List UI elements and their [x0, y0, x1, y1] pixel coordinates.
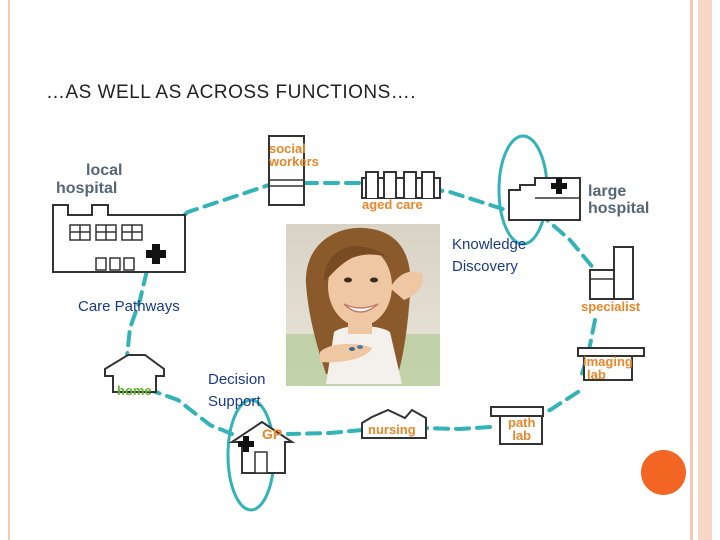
- slide-frame-left: [8, 0, 10, 540]
- knowledge-discovery-line2: Discovery: [452, 258, 518, 275]
- path-lab-label: path lab: [508, 416, 535, 442]
- office-building-icon: [268, 135, 305, 206]
- social-workers-label-line1: social: [269, 141, 306, 156]
- hospital-building-icon: [52, 204, 186, 273]
- local-hospital-label-line2: hospital: [56, 180, 118, 197]
- specialist-label: specialist: [581, 299, 641, 314]
- gp-clinic-icon: [228, 420, 296, 474]
- decision-support-callout: Decision Support: [208, 369, 266, 413]
- imaging-lab-icon: [577, 347, 645, 381]
- large-hospital-label-line1: large: [588, 183, 627, 200]
- knowledge-discovery-callout: Knowledge Discovery: [452, 234, 526, 278]
- path-lab-icon: [490, 406, 544, 445]
- knowledge-discovery-line1: Knowledge: [452, 236, 527, 253]
- home-label: home: [117, 383, 152, 398]
- imaging-lab-label-line2: lab: [587, 367, 606, 382]
- woman-photo: [286, 224, 440, 386]
- gp-label: GP: [262, 426, 283, 442]
- social-workers-label: social workers: [269, 142, 319, 168]
- path-lab-label-line1: path: [508, 415, 536, 430]
- slide-frame-right-band: [698, 0, 712, 540]
- large-hospital-label-line2: hospital: [588, 200, 650, 217]
- imaging-lab-label-line1: imaging: [583, 354, 633, 369]
- social-workers-label-line2: workers: [269, 154, 319, 169]
- local-hospital-label: local: [86, 162, 122, 179]
- decision-support-line1: Decision: [208, 371, 266, 388]
- home-house-icon: [104, 354, 165, 393]
- specialist-building-icon: [589, 246, 634, 300]
- slide-title: …AS WELL AS ACROSS FUNCTIONS….: [46, 82, 417, 103]
- nursing-label: nursing: [368, 422, 416, 437]
- local-hospital-label-line2-wrap: hospital: [56, 180, 117, 197]
- aged-care-label: aged care: [362, 197, 423, 212]
- decision-support-line2: Support: [208, 393, 261, 410]
- aged-care-building-icon: [361, 171, 441, 199]
- slide-frame-right-line: [690, 0, 693, 540]
- large-hospital-label: large hospital: [588, 183, 649, 217]
- accent-dot: [641, 450, 686, 495]
- care-pathways-callout: Care Pathways: [78, 298, 180, 315]
- local-hospital-label-line1: local: [86, 162, 123, 179]
- nursing-house-icon: [361, 408, 427, 439]
- large-hospital-icon: [508, 177, 581, 221]
- path-lab-label-line2: lab: [512, 428, 532, 443]
- imaging-lab-label: imaging lab: [583, 355, 633, 381]
